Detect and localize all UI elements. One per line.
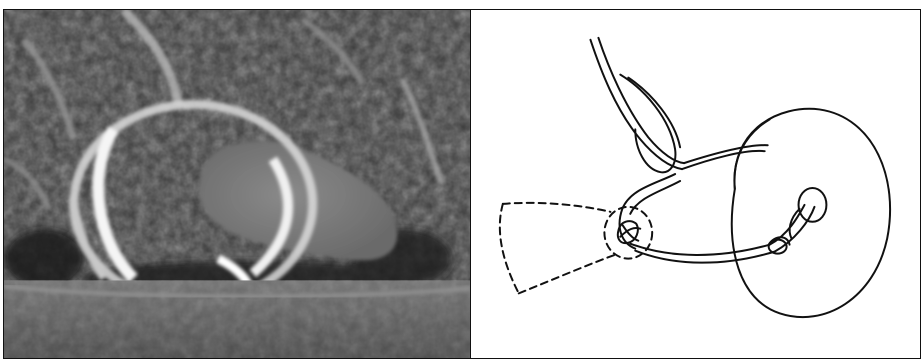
scan-image	[4, 10, 470, 358]
disc-hole	[799, 188, 827, 222]
dashed-outline	[500, 203, 652, 293]
scan-image-panel	[3, 9, 471, 359]
line-drawing-panel	[470, 9, 921, 359]
line-drawing	[471, 10, 920, 358]
